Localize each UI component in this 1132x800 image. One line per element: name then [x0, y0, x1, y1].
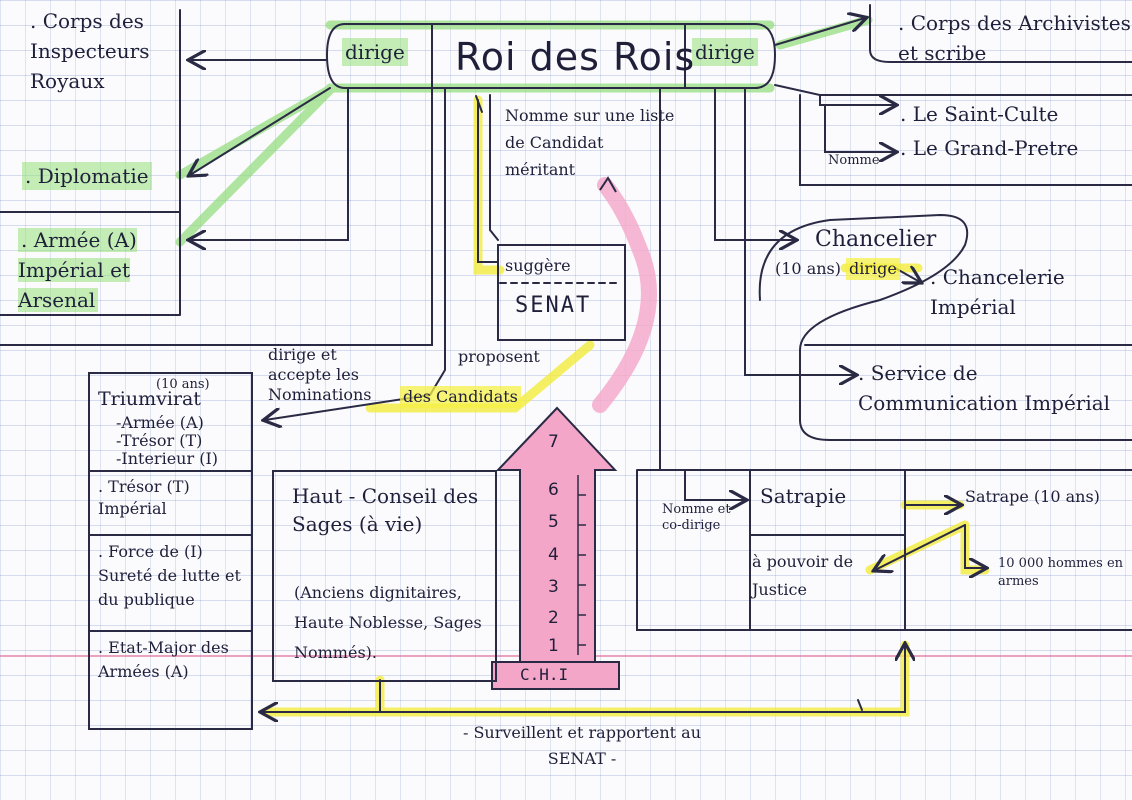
- chi-level-2: 2: [548, 608, 559, 628]
- satrapie-label: Satrapie: [760, 484, 847, 508]
- grand-pretre: . Le Grand-Pretre: [900, 136, 1079, 160]
- triumvirat-armee: -Armée (A): [116, 413, 204, 432]
- inspecteurs-royaux: . Corps des Inspecteurs Royaux: [30, 9, 150, 93]
- chi-level-5: 5: [548, 512, 559, 532]
- chancelier-term: (10 ans): [775, 259, 841, 278]
- triumvirat-title: Triumvirat: [98, 388, 201, 410]
- tresor-imperial: . Trésor (T) Impérial: [90, 470, 251, 534]
- dirige-right-label: dirige: [692, 38, 758, 66]
- dirige-left-label: dirige: [342, 38, 408, 66]
- triumvirat-term: (10 ans): [156, 377, 210, 392]
- chi-level-1: 1: [548, 636, 559, 656]
- diplomatie: . Diplomatie: [22, 162, 152, 190]
- chancelier: Chancelier: [815, 227, 937, 252]
- haut-conseil-desc: (Anciens dignitaires, Haute Noblesse, Sa…: [294, 583, 482, 662]
- triumvirat-interieur: -Interieur (I): [116, 449, 219, 468]
- surveillent-label: - Surveillent et rapportent au SENAT -: [462, 723, 702, 768]
- force-surete: . Force de (I) Sureté de lutte et du pub…: [90, 534, 251, 630]
- senat-label: SENAT: [515, 293, 592, 318]
- archivistes: . Corps des Archivistes et scribe: [898, 11, 1131, 65]
- satrape-label: Satrape (10 ans): [965, 487, 1100, 506]
- nomme-codirige: Nomme et co-dirige: [662, 502, 731, 533]
- chi-level-7: 7: [548, 432, 559, 452]
- candidats-label: des Candidats: [400, 386, 521, 408]
- triumvirat-tresor: -Trésor (T): [116, 431, 203, 450]
- saint-culte: . Le Saint-Culte: [900, 102, 1059, 126]
- hommes-en-armes: 10 000 hommes en armes: [998, 556, 1124, 589]
- pouvoir-justice: à pouvoir de Justice: [752, 552, 854, 599]
- chancelier-dirige: dirige: [846, 258, 900, 280]
- service-communication: . Service de Communication Impérial: [858, 361, 1111, 415]
- proposent-label: proposent: [458, 347, 540, 366]
- haut-conseil-box: Haut - Conseil des Sages (à vie) (Ancien…: [272, 470, 497, 682]
- triumvirat-column: (10 ans) Triumvirat -Armée (A) -Trésor (…: [88, 372, 253, 730]
- suggere-label: suggère: [505, 256, 571, 275]
- chi-level-4: 4: [548, 545, 559, 565]
- nomme-label: Nomme: [828, 153, 880, 168]
- nomme-liste-candidats: Nomme sur une liste de Candidat méritant: [505, 106, 675, 179]
- chi-level-3: 3: [548, 577, 559, 597]
- chi-level-6: 6: [548, 480, 559, 500]
- etat-major: . Etat-Major des Armées (A): [90, 630, 251, 728]
- haut-conseil-title: Haut - Conseil des Sages (à vie): [292, 484, 479, 536]
- armee-imperial: . Armée (A) Impérial et Arsenal: [18, 228, 137, 312]
- page-title: Roi des Rois: [455, 35, 696, 79]
- chi-label: C.H.I: [520, 665, 569, 684]
- dirige-accepte-nominations: dirige et accepte les Nominations: [268, 345, 372, 404]
- chancellerie-imperial: . Chancelerie Impérial: [930, 265, 1065, 319]
